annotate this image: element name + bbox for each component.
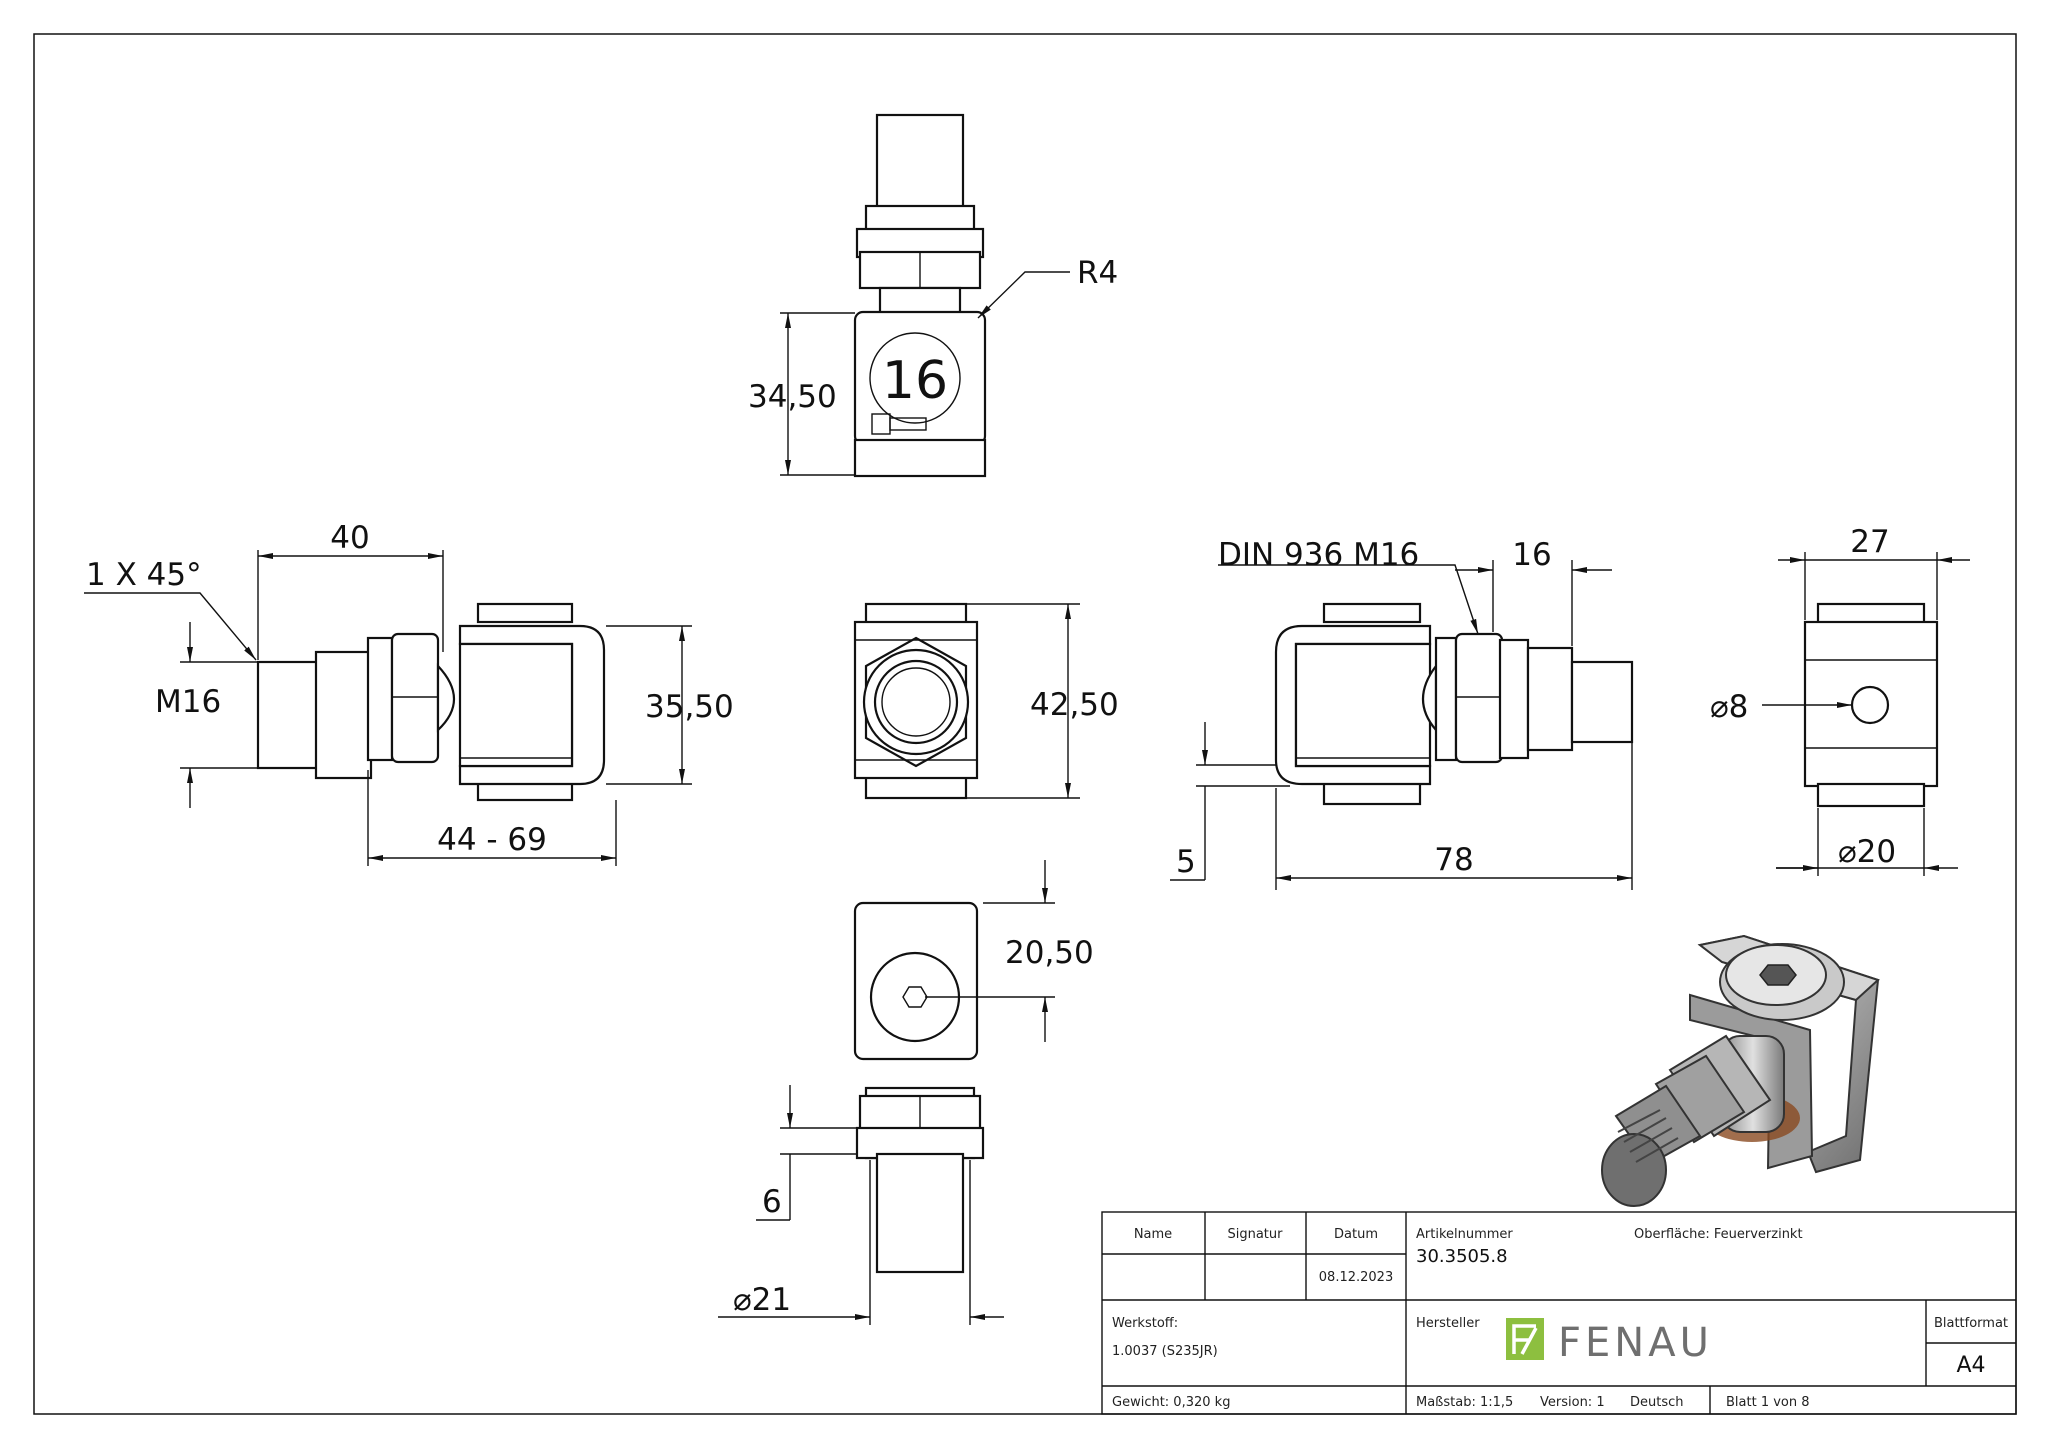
dim-27: 27 xyxy=(1850,524,1889,560)
tb-werkstoff-value: 1.0037 (S235JR) xyxy=(1112,1344,1218,1359)
dim-d21: ⌀21 xyxy=(733,1282,791,1318)
dim-5: 5 xyxy=(1176,844,1196,880)
fenau-logo: FENAU xyxy=(1506,1318,1713,1366)
tb-blattformat-value: A4 xyxy=(1956,1353,1985,1378)
title-block xyxy=(1101,1211,2017,1415)
tb-blatt: Blatt 1 von 8 xyxy=(1726,1395,1810,1410)
tb-blattformat-label: Blattformat xyxy=(1934,1316,2008,1331)
logo-text: FENAU xyxy=(1558,1320,1713,1366)
tb-datum-value: 08.12.2023 xyxy=(1319,1270,1393,1285)
top-view: 16 xyxy=(853,113,987,478)
tb-datum-label: Datum xyxy=(1334,1227,1378,1242)
dim-42-50: 42,50 xyxy=(1030,687,1119,723)
sheet-border xyxy=(33,33,2017,1415)
dim-d20: ⌀20 xyxy=(1838,834,1896,870)
tb-signatur-label: Signatur xyxy=(1227,1227,1283,1242)
dim-40: 40 xyxy=(330,520,369,556)
dim-34-50: 34,50 xyxy=(748,379,837,415)
tb-hersteller-label: Hersteller xyxy=(1416,1316,1480,1331)
dim-r4: R4 xyxy=(1077,255,1118,291)
isometric-render xyxy=(1601,934,1880,1207)
tb-oberflaeche: Oberfläche: Feuerverzinkt xyxy=(1634,1227,1803,1242)
center-view xyxy=(853,602,979,800)
engraving-number: 16 xyxy=(882,351,948,411)
dim-m16: M16 xyxy=(155,684,221,720)
tb-sprache: Deutsch xyxy=(1630,1395,1684,1410)
dim-d8: ⌀8 xyxy=(1710,689,1748,725)
tb-artikel-label: Artikelnummer xyxy=(1416,1227,1513,1242)
dim-20-50: 20,50 xyxy=(1005,935,1094,971)
dim-chamfer: 1 X 45° xyxy=(86,557,202,593)
tb-version: Version: 1 xyxy=(1540,1395,1605,1410)
dim-6: 6 xyxy=(762,1184,782,1220)
right-view xyxy=(1274,602,1634,806)
side-view xyxy=(1803,602,1939,808)
dim-16: 16 xyxy=(1512,537,1551,573)
dim-35-50: 35,50 xyxy=(645,689,734,725)
dim-din-936: DIN 936 M16 xyxy=(1218,537,1419,573)
left-view xyxy=(256,602,606,802)
bottom-view xyxy=(853,901,985,1274)
tb-name-label: Name xyxy=(1134,1227,1172,1242)
tb-werkstoff-label: Werkstoff: xyxy=(1112,1316,1178,1331)
tb-gewicht: Gewicht: 0,320 kg xyxy=(1112,1395,1230,1410)
tb-artikel-value: 30.3505.8 xyxy=(1416,1246,1508,1267)
tb-massstab: Maßstab: 1:1,5 xyxy=(1416,1395,1513,1410)
dim-78: 78 xyxy=(1434,842,1473,878)
dim-44-69: 44 - 69 xyxy=(437,822,547,858)
